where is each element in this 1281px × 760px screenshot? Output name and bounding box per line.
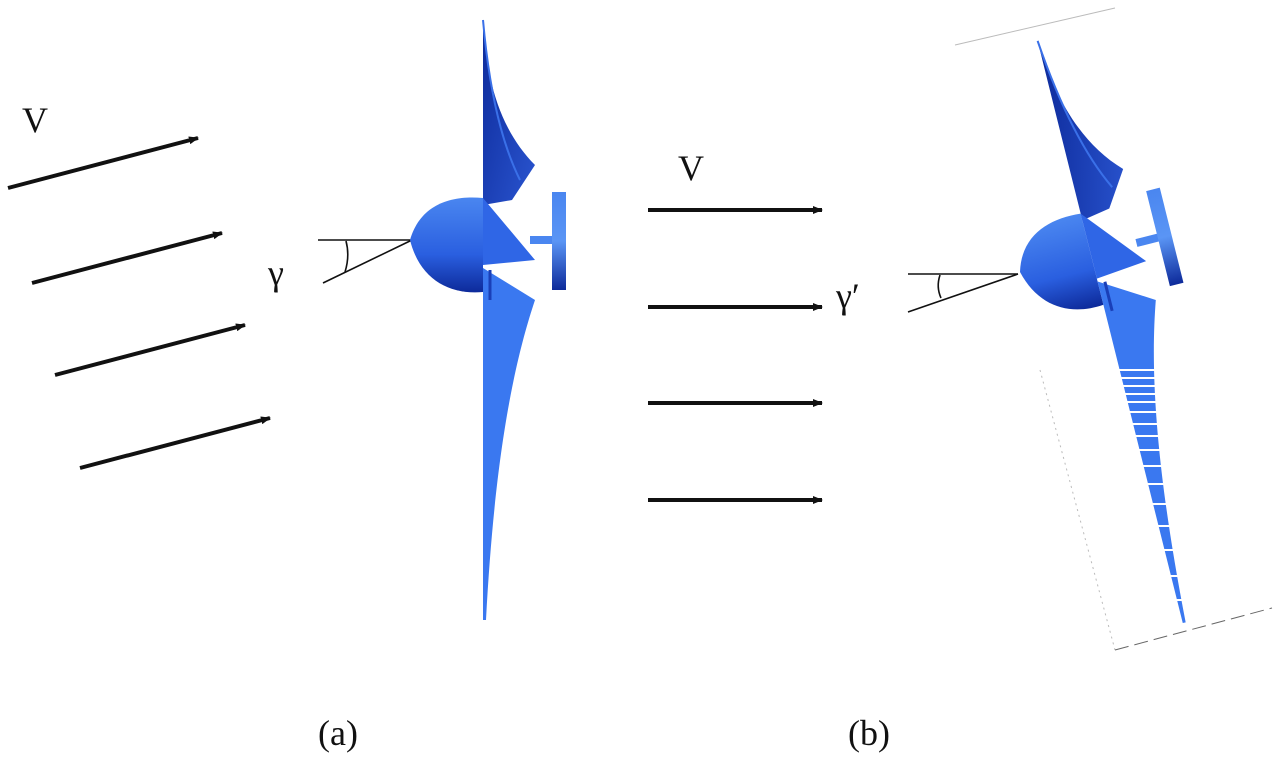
- inflow-arrows-horizontal: [648, 206, 823, 504]
- yaw-angle-marker: [907, 273, 1019, 313]
- flow-arrow: [7, 136, 199, 190]
- yaw-angle-marker: [318, 239, 413, 284]
- frame-lines: [954, 7, 1273, 651]
- yaw-angle-label: γ′: [835, 276, 860, 316]
- caption-b: (b): [848, 713, 890, 753]
- caption-a: (a): [318, 713, 358, 753]
- panel-a: V γ (a): [7, 18, 568, 753]
- flow-arrow: [79, 416, 271, 470]
- tidal-turbine: [408, 18, 568, 622]
- tidal-turbine-yawed: [965, 19, 1265, 643]
- velocity-label: V: [22, 100, 48, 140]
- yaw-angle-label: γ: [267, 253, 284, 293]
- inflow-arrows-oblique: [7, 136, 271, 470]
- flow-arrow: [54, 323, 246, 377]
- flow-arrow: [31, 231, 223, 285]
- panel-b: V γ′: [648, 7, 1273, 753]
- blade-stripes: [1110, 369, 1200, 601]
- velocity-label: V: [678, 148, 704, 188]
